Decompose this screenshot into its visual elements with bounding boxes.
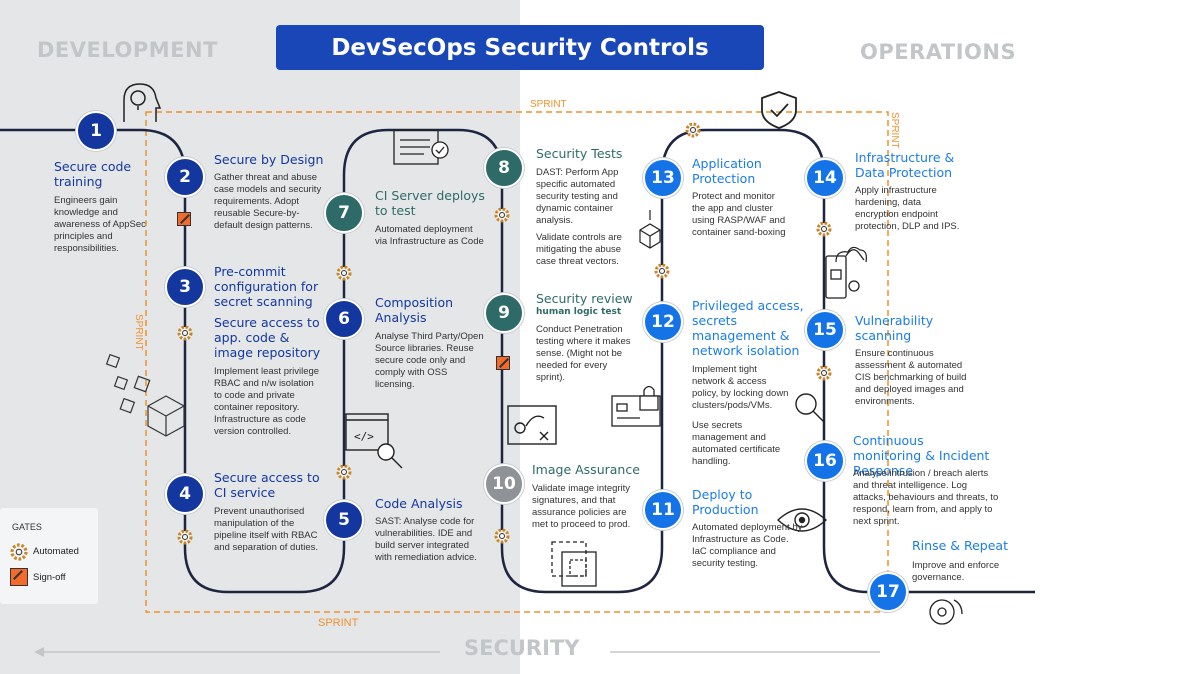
arrow-head-icon [34,647,44,657]
sprint-frame [145,111,889,613]
sprint-label-right: SPRINT [889,112,900,149]
step-2-title: Secure by Design [214,152,324,167]
step-8-desc: DAST: Perform App specific automated sec… [536,167,619,226]
gear-icon [177,529,193,545]
step-4-title: Secure access to CI service [214,470,320,500]
gear-icon [685,122,701,138]
step-11-title: Deploy to Production [692,487,759,517]
step-7-title: CI Server deploys to test [375,188,485,218]
bug-gear-icon [929,599,963,625]
strategy-board-icon [507,405,557,445]
title-bar: DevSecOps Security Controls [276,25,764,70]
sprint-label-left: SPRINT [133,314,144,351]
gear-icon [494,528,510,544]
step-node-16: 16 [805,441,845,481]
step-8-title: Security Tests [536,146,623,161]
step-12-title: Privileged access, secrets management & … [692,298,804,358]
step-14-desc: Apply infrastructure hardening, data enc… [855,185,960,232]
step-node-11: 11 [643,490,683,530]
step-15-title: Vulnerability scanning [855,313,934,343]
step-14-title: Infrastructure & Data Protection [855,150,955,180]
phone-gears-icon [825,249,865,299]
step-node-5: 5 [324,500,364,540]
code-search-icon: </> [345,413,403,469]
zone-security: SECURITY [464,636,580,660]
step-1-title: Secure code training [54,159,132,189]
gear-icon [336,265,352,281]
gear-icon [177,325,193,341]
cubes-icon [105,353,185,437]
magnifier-icon [795,393,825,423]
step-2-desc: Gather threat and abuse case models and … [214,172,322,231]
checklist-window-icon [393,129,449,165]
step-16-desc: Analyse intrusion / breach alerts and th… [853,468,999,527]
signoff-icon [496,356,510,370]
step-3-title: Pre-commit configuration for secret scan… [214,264,319,309]
step-node-14: 14 [805,158,845,198]
step-node-13: 13 [643,158,683,198]
svg-text:</>: </> [354,430,374,443]
lightbulb-head-icon [123,83,162,122]
step-6-title: Composition Analysis [375,295,454,325]
step-node-9: 9 [484,293,524,333]
gear-icon [10,543,28,561]
zone-development: DEVELOPMENT [37,38,218,62]
step-node-3: 3 [165,267,205,307]
step-node-7: 7 [324,193,364,233]
step-node-10: 10 [484,464,524,504]
step-8-desc-2: Validate controls are mitigating the abu… [536,232,622,267]
page-title: DevSecOps Security Controls [331,34,709,61]
credit-card-lock-icon [611,385,661,427]
step-17-title: Rinse & Repeat [912,538,1008,553]
cloud-gear-icon [835,246,867,263]
gear-icon [494,207,510,223]
step-12-desc-2: Use secrets management and automated cer… [692,420,781,467]
step-node-8: 8 [484,148,524,188]
step-17-desc: Improve and enforce governance. [912,560,1000,583]
gear-icon [336,464,352,480]
eye-icon [776,508,828,532]
sprint-label-bottom: SPRINT [318,617,359,629]
container-image-icon [551,541,597,587]
step-15-desc: Ensure continuous assessment & automated… [855,348,967,407]
shield-check-icon [761,91,797,129]
step-16-title: Continuous monitoring & Incident Respons… [853,433,990,478]
step-1-desc: Engineers gain knowledge and awareness o… [54,195,146,254]
gear-icon [816,365,832,381]
step-node-1: 1 [76,111,116,151]
step-5-desc: SAST: Analyse code for vulnerabilities. … [375,516,477,563]
gear-icon [816,221,832,237]
step-node-12: 12 [643,302,683,342]
step-5-title: Code Analysis [375,496,463,511]
step-node-6: 6 [324,299,364,339]
step-13-desc: Protect and monitor the app and cluster … [692,191,786,238]
step-node-15: 15 [805,310,845,350]
step-6-desc: Analyse Third Party/Open Source librarie… [375,331,484,390]
step-4-desc: Prevent unauthorised manipulation of the… [214,506,319,553]
step-10-desc: Validate image integrity signatures, and… [532,483,631,530]
step-10-title: Image Assurance [532,462,640,477]
step-9-desc: Conduct Penetration testing where it mak… [536,324,631,383]
step-node-2: 2 [165,157,205,197]
step-3-title-2: Secure access to app. code & image repos… [214,315,321,360]
sprint-label-top: SPRINT [530,99,567,110]
cube-arrows-icon [639,210,661,249]
step-3-desc: Implement least privilege RBAC and n/w i… [214,366,320,437]
step-node-17: 17 [868,572,908,612]
step-12-desc: Implement tight network & access policy,… [692,364,789,411]
step-13-title: Application Protection [692,156,762,186]
legend-title: GATES [12,522,42,532]
legend-automated-label: Automated [33,546,79,557]
legend-signoff-label: Sign-off [33,572,66,583]
step-7-desc: Automated deployment via Infrastructure … [375,224,484,247]
signoff-icon [10,568,28,586]
step-9-title: Security review [536,291,633,306]
signoff-icon [177,212,191,226]
gear-icon [654,263,670,279]
step-9-subtitle: human logic test [536,307,622,317]
step-11-desc: Automated deployment by Infrastructure a… [692,522,803,569]
zone-operations: OPERATIONS [860,40,1017,64]
step-node-4: 4 [165,474,205,514]
